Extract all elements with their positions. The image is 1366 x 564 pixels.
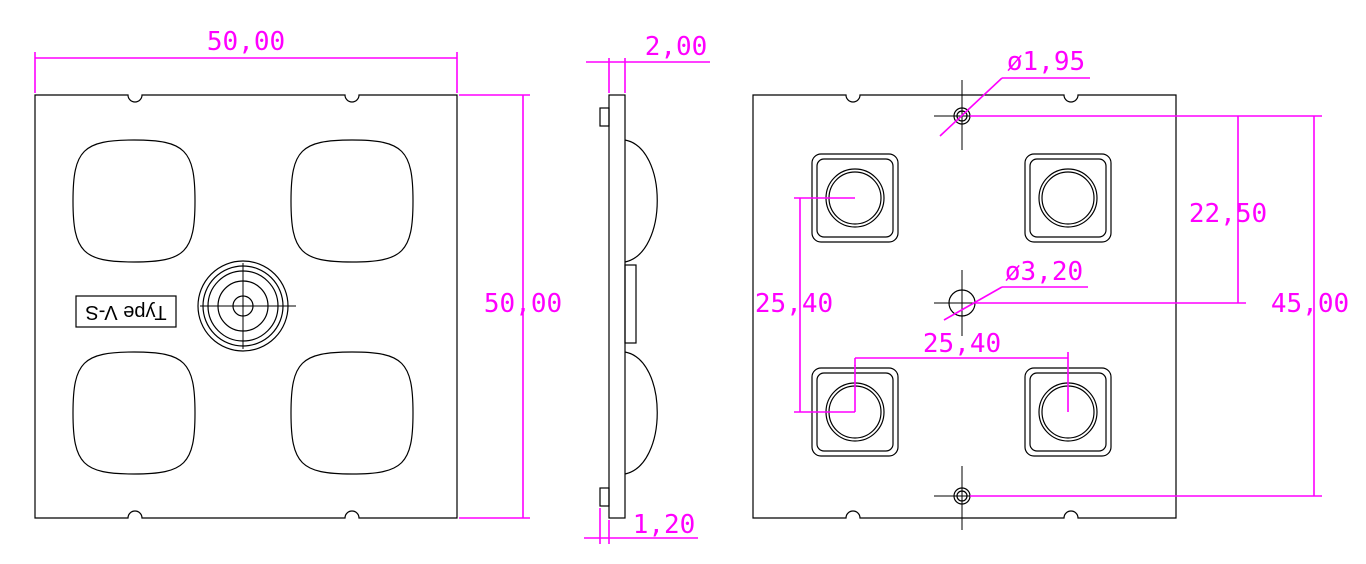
- rear-plate-outline: [752, 94, 1177, 519]
- side-lens-bottom: [624, 351, 658, 475]
- vertical-pitch-text: 25,40: [755, 289, 833, 319]
- center-connector: [197, 260, 296, 352]
- front-height-dimension: 50,00: [459, 94, 562, 519]
- side-tab-top: [599, 107, 610, 127]
- horizontal-pitch-text: 25,40: [923, 329, 1001, 359]
- vertical-pitch-dimension: 25,40: [755, 197, 856, 413]
- side-plate: [608, 94, 626, 519]
- center-hole-text: ø3,20: [1005, 257, 1083, 287]
- side-base-text: 1,20: [633, 510, 696, 540]
- full-height-dimension: 45,00: [970, 115, 1349, 497]
- lens-bottom-right: [290, 351, 414, 475]
- side-base-dimension: 1,20: [584, 508, 698, 544]
- front-height-text: 50,00: [484, 289, 562, 319]
- half-height-dimension: 22,50: [970, 115, 1267, 304]
- type-label: Type V-S: [75, 295, 177, 328]
- center-hole-dimension: ø3,20: [943, 257, 1088, 321]
- hole-bottom: [934, 466, 986, 530]
- side-lens-top: [624, 139, 658, 263]
- side-center-block: [624, 264, 637, 344]
- lens-top-right: [290, 139, 414, 263]
- small-hole-dimension: ø1,95: [939, 47, 1090, 137]
- front-plate-outline: [34, 94, 458, 519]
- led-pad-top-right: [1024, 153, 1112, 243]
- side-thickness-text: 2,00: [645, 32, 708, 62]
- half-height-text: 22,50: [1189, 199, 1267, 229]
- small-hole-text: ø1,95: [1007, 47, 1085, 77]
- lens-top-left: [72, 139, 196, 263]
- front-width-text: 50,00: [207, 27, 285, 57]
- hole-top: [934, 80, 986, 150]
- horizontal-pitch-dimension: 25,40: [854, 329, 1069, 412]
- side-tab-bottom: [599, 487, 610, 507]
- side-thickness-dimension: 2,00: [586, 32, 710, 93]
- side-view: 2,00 1,20: [584, 32, 710, 544]
- front-width-dimension: 50,00: [34, 27, 458, 93]
- rear-view: ø1,95 ø3,20 22,50 45,00 25,40: [752, 47, 1349, 530]
- lens-bottom-left: [72, 351, 196, 475]
- type-label-text: Type V-S: [85, 301, 166, 323]
- front-view: Type V-S 50,00 50,00: [34, 27, 562, 519]
- full-height-text: 45,00: [1271, 289, 1349, 319]
